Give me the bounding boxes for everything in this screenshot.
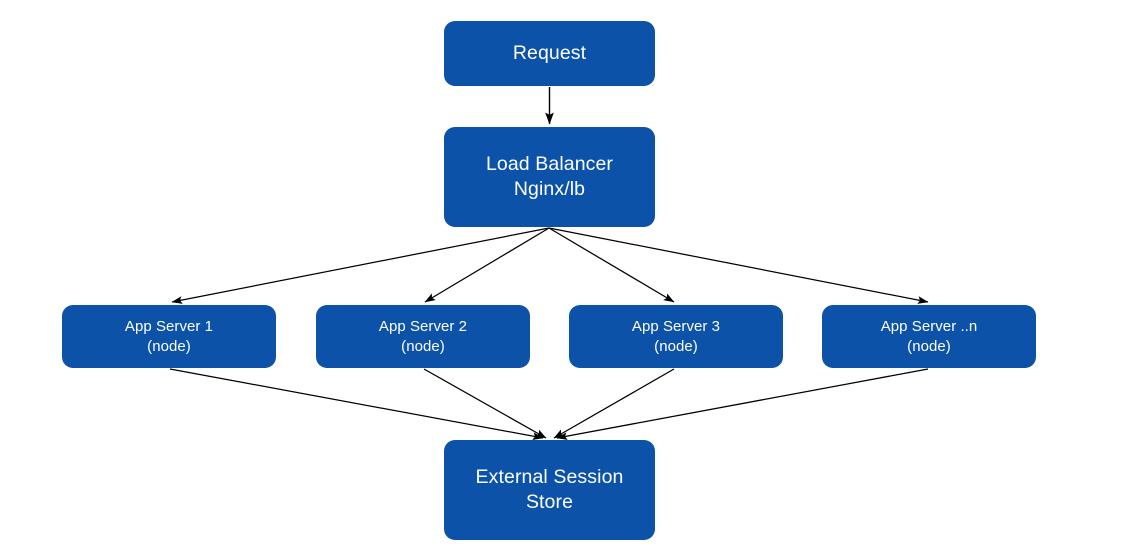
node-app-server-n[interactable]: App Server ..n (node) [822, 305, 1036, 368]
edge-app-server-2-to-session-store [423, 368, 547, 439]
node-request[interactable]: Request [444, 21, 655, 86]
node-app-server-2-label: App Server 2 [378, 318, 468, 336]
node-app-server-n-sublabel: (node) [907, 337, 951, 355]
node-app-server-1[interactable]: App Server 1 (node) [62, 305, 276, 368]
node-app-server-2-sublabel: (node) [401, 337, 445, 355]
edge-load-balancer-to-app-server-3 [548, 227, 675, 303]
node-load-balancer-sublabel: Nginx/lb [513, 178, 586, 200]
node-app-server-n-label: App Server ..n [880, 318, 978, 336]
node-app-server-1-label: App Server 1 [124, 318, 214, 336]
node-request-label: Request [512, 42, 587, 65]
node-external-session-store-label: External Session [475, 466, 624, 489]
node-app-server-3-label: App Server 3 [631, 318, 721, 336]
node-load-balancer-label: Load Balancer [485, 153, 614, 176]
node-external-session-store-sublabel: Store [525, 491, 574, 513]
node-app-server-1-sublabel: (node) [147, 337, 191, 355]
node-app-server-3-sublabel: (node) [654, 337, 698, 355]
edge-app-server-1-to-session-store [169, 368, 544, 440]
node-app-server-2[interactable]: App Server 2 (node) [316, 305, 530, 368]
node-load-balancer[interactable]: Load Balancer Nginx/lb [444, 127, 655, 227]
edge-app-server-n-to-session-store [556, 368, 929, 440]
node-app-server-3[interactable]: App Server 3 (node) [569, 305, 783, 368]
edge-load-balancer-to-app-server-1 [171, 227, 550, 304]
edge-load-balancer-to-app-server-2 [424, 227, 550, 303]
node-external-session-store[interactable]: External Session Store [444, 440, 655, 540]
edge-app-server-3-to-session-store [553, 368, 675, 439]
edge-load-balancer-to-app-server-n [548, 227, 929, 304]
